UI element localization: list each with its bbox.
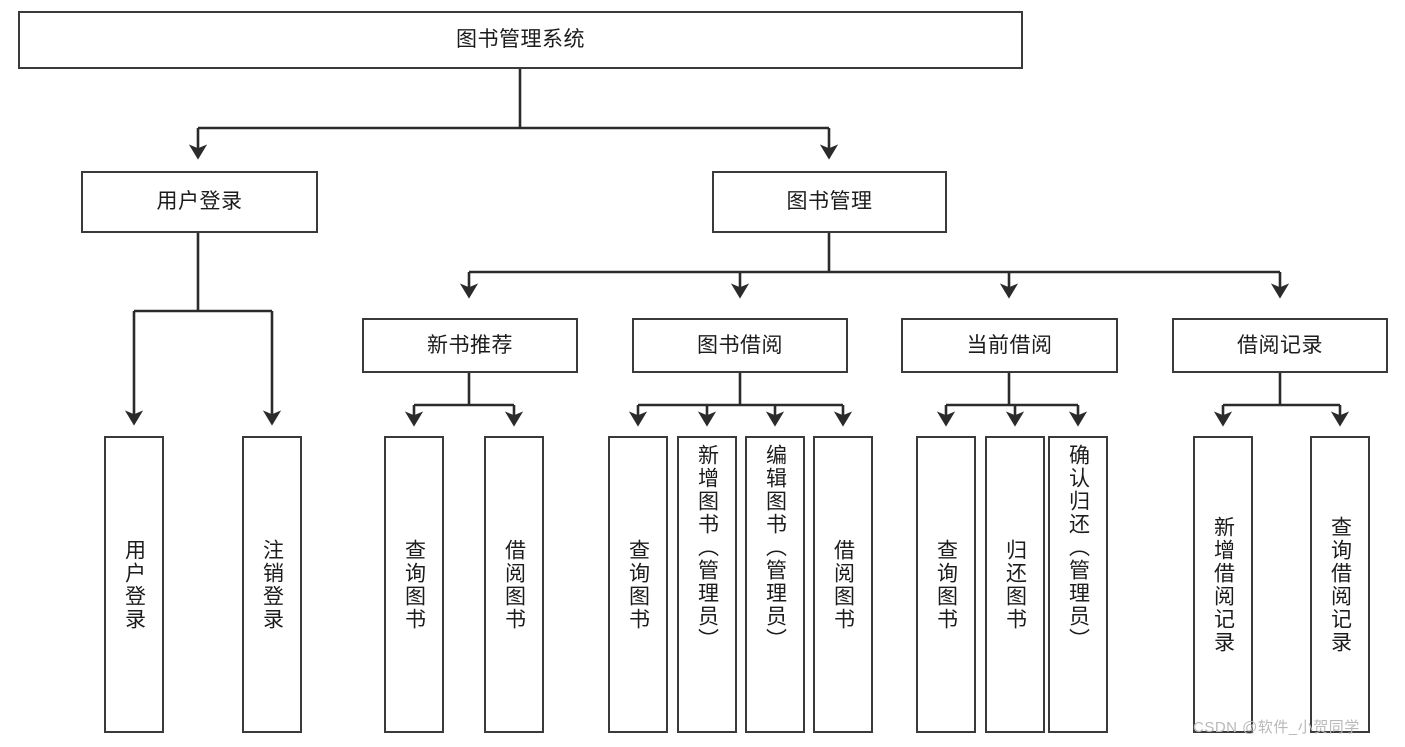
node-label: 图书管理系统 (456, 28, 585, 52)
node-label: 归还图书 (1003, 538, 1027, 631)
leaf-book-borrow-query-book[interactable]: 查询图书 (608, 436, 668, 733)
node-label: 查询图书 (934, 538, 958, 631)
node-label: 当前借阅 (966, 333, 1053, 357)
leaf-book-borrow-edit-book-admin[interactable]: 编辑图书（管理员） (745, 436, 805, 733)
leaf-new-book-borrow-book[interactable]: 借阅图书 (484, 436, 544, 733)
leaf-current-borrow-return-book[interactable]: 归还图书 (985, 436, 1045, 733)
node-label: 查询图书 (626, 538, 650, 631)
node-current-borrow[interactable]: 当前借阅 (901, 318, 1118, 373)
leaf-book-borrow-borrow-book[interactable]: 借阅图书 (813, 436, 873, 733)
node-label: 借阅图书 (831, 538, 855, 631)
leaf-borrow-record-query-record[interactable]: 查询借阅记录 (1310, 436, 1370, 733)
node-book-management[interactable]: 图书管理 (712, 171, 947, 233)
leaf-borrow-record-add-record[interactable]: 新增借阅记录 (1193, 436, 1253, 733)
node-label: 查询图书 (402, 538, 426, 631)
node-borrow-record[interactable]: 借阅记录 (1172, 318, 1388, 373)
node-label: 查询借阅记录 (1328, 515, 1352, 654)
node-label: 确认归还（管理员） (1066, 444, 1090, 651)
node-label: 新书推荐 (427, 333, 513, 357)
node-label: 用户登录 (156, 190, 243, 214)
leaf-book-borrow-add-book-admin[interactable]: 新增图书（管理员） (677, 436, 737, 733)
node-label: 编辑图书（管理员） (763, 444, 787, 651)
leaf-current-borrow-confirm-return-admin[interactable]: 确认归还（管理员） (1048, 436, 1108, 733)
node-new-book-recommend[interactable]: 新书推荐 (362, 318, 578, 373)
node-label: 图书借阅 (697, 333, 783, 357)
node-label: 用户登录 (122, 538, 146, 631)
node-root-library-management-system[interactable]: 图书管理系统 (18, 11, 1023, 69)
leaf-current-borrow-query-book[interactable]: 查询图书 (916, 436, 976, 733)
node-user-login[interactable]: 用户登录 (81, 171, 318, 233)
leaf-user-login-login[interactable]: 用户登录 (104, 436, 164, 733)
node-label: 借阅图书 (502, 538, 526, 631)
node-label: 新增图书（管理员） (695, 444, 719, 651)
node-label: 注销登录 (260, 538, 284, 631)
leaf-new-book-query-book[interactable]: 查询图书 (384, 436, 444, 733)
node-book-borrow[interactable]: 图书借阅 (632, 318, 848, 373)
leaf-user-login-logout[interactable]: 注销登录 (242, 436, 302, 733)
node-label: 新增借阅记录 (1211, 515, 1235, 654)
node-label: 借阅记录 (1237, 333, 1323, 357)
csdn-watermark: CSDN @软件_小贺同学 (1193, 719, 1360, 736)
node-label: 图书管理 (786, 190, 873, 214)
